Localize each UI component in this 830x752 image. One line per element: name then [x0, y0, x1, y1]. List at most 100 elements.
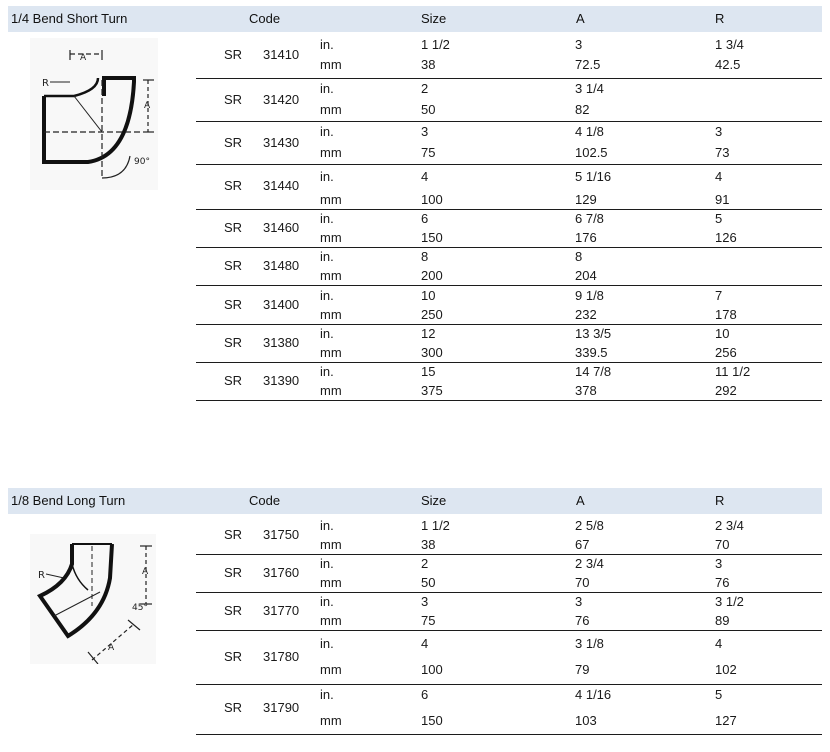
code-prefix: SR: [224, 92, 243, 107]
col-header-a: A: [576, 11, 585, 26]
size-in: 10: [421, 288, 436, 303]
size-in: 6: [421, 211, 429, 226]
unit-in: in.: [320, 81, 334, 96]
r-in: 4: [715, 169, 723, 184]
size-in: 2: [421, 81, 429, 96]
size-in: 4: [421, 636, 429, 651]
code-number: 31400: [263, 297, 300, 312]
size-in: 8: [421, 249, 429, 264]
code-number: 31460: [263, 220, 300, 235]
r-mm: 126: [715, 230, 737, 245]
code-prefix: SR: [224, 47, 243, 62]
unit-in: in.: [320, 556, 334, 571]
unit-mm: mm: [320, 145, 342, 160]
size-mm: 100: [421, 662, 443, 677]
size-in: 15: [421, 364, 436, 379]
unit-mm: mm: [320, 57, 342, 72]
size-mm: 375: [421, 383, 443, 398]
a-in: 4 1/16: [575, 687, 612, 702]
code-number: 31780: [263, 649, 300, 664]
col-header-code: Code: [249, 11, 281, 26]
a-mm: 67: [575, 537, 590, 552]
a-in: 6 7/8: [575, 211, 604, 226]
unit-mm: mm: [320, 268, 342, 283]
r-mm: 256: [715, 345, 737, 360]
r-mm: 292: [715, 383, 737, 398]
unit-in: in.: [320, 518, 334, 533]
code-prefix: SR: [224, 220, 243, 235]
col-header-size: Size: [421, 493, 447, 508]
r-in: 4: [715, 636, 723, 651]
code-number: 31750: [263, 527, 300, 542]
code-prefix: SR: [224, 649, 243, 664]
code-prefix: SR: [224, 373, 243, 388]
unit-mm: mm: [320, 345, 342, 360]
dim-label-a-diag: A: [108, 643, 115, 653]
a-mm: 76: [575, 613, 590, 628]
section-title: 1/8 Bend Long Turn: [11, 493, 126, 508]
size-mm: 250: [421, 307, 443, 322]
a-mm: 70: [575, 575, 590, 590]
code-prefix: SR: [224, 603, 243, 618]
code-number: 31440: [263, 178, 300, 193]
code-number: 31790: [263, 700, 300, 715]
unit-mm: mm: [320, 713, 342, 728]
r-in: 3 1/2: [715, 594, 744, 609]
r-mm: 89: [715, 613, 730, 628]
dim-label-a-side: A: [144, 101, 151, 111]
unit-mm: mm: [320, 192, 342, 207]
r-mm: 127: [715, 713, 737, 728]
r-in: 5: [715, 211, 723, 226]
dim-label-a-top: A: [80, 53, 87, 63]
a-mm: 72.5: [575, 57, 601, 72]
unit-mm: mm: [320, 307, 342, 322]
angle-label: 45°: [132, 603, 148, 613]
section-title: 1/4 Bend Short Turn: [11, 11, 128, 26]
unit-in: in.: [320, 594, 334, 609]
r-in: 7: [715, 288, 723, 303]
a-mm: 232: [575, 307, 597, 322]
unit-in: in.: [320, 326, 334, 341]
size-in: 1 1/2: [421, 37, 450, 52]
quarter-bend-diagram: A R A 90°: [30, 38, 158, 190]
r-mm: 70: [715, 537, 730, 552]
size-mm: 38: [421, 537, 436, 552]
size-mm: 75: [421, 613, 436, 628]
section-header-long-turn: 1/8 Bend Long Turn Code Size A R: [8, 488, 822, 514]
code-prefix: SR: [224, 700, 243, 715]
size-mm: 100: [421, 192, 443, 207]
r-mm: 102: [715, 662, 737, 677]
code-prefix: SR: [224, 335, 243, 350]
r-mm: 42.5: [715, 57, 741, 72]
a-mm: 129: [575, 192, 597, 207]
a-in: 3 1/8: [575, 636, 604, 651]
unit-in: in.: [320, 124, 334, 139]
code-number: 31390: [263, 373, 300, 388]
code-prefix: SR: [224, 178, 243, 193]
r-mm: 91: [715, 192, 730, 207]
a-in: 14 7/8: [575, 364, 612, 379]
size-mm: 150: [421, 713, 443, 728]
unit-in: in.: [320, 37, 334, 52]
code-number: 31480: [263, 258, 300, 273]
a-mm: 204: [575, 268, 597, 283]
r-in: 3: [715, 124, 723, 139]
r-in: 1 3/4: [715, 37, 744, 52]
a-mm: 103: [575, 713, 597, 728]
a-mm: 339.5: [575, 345, 608, 360]
unit-mm: mm: [320, 383, 342, 398]
a-mm: 176: [575, 230, 597, 245]
code-number: 31380: [263, 335, 300, 350]
size-mm: 50: [421, 575, 436, 590]
unit-mm: mm: [320, 662, 342, 677]
col-header-size: Size: [421, 11, 447, 26]
size-in: 1 1/2: [421, 518, 450, 533]
unit-mm: mm: [320, 537, 342, 552]
angle-label: 90°: [134, 157, 150, 167]
